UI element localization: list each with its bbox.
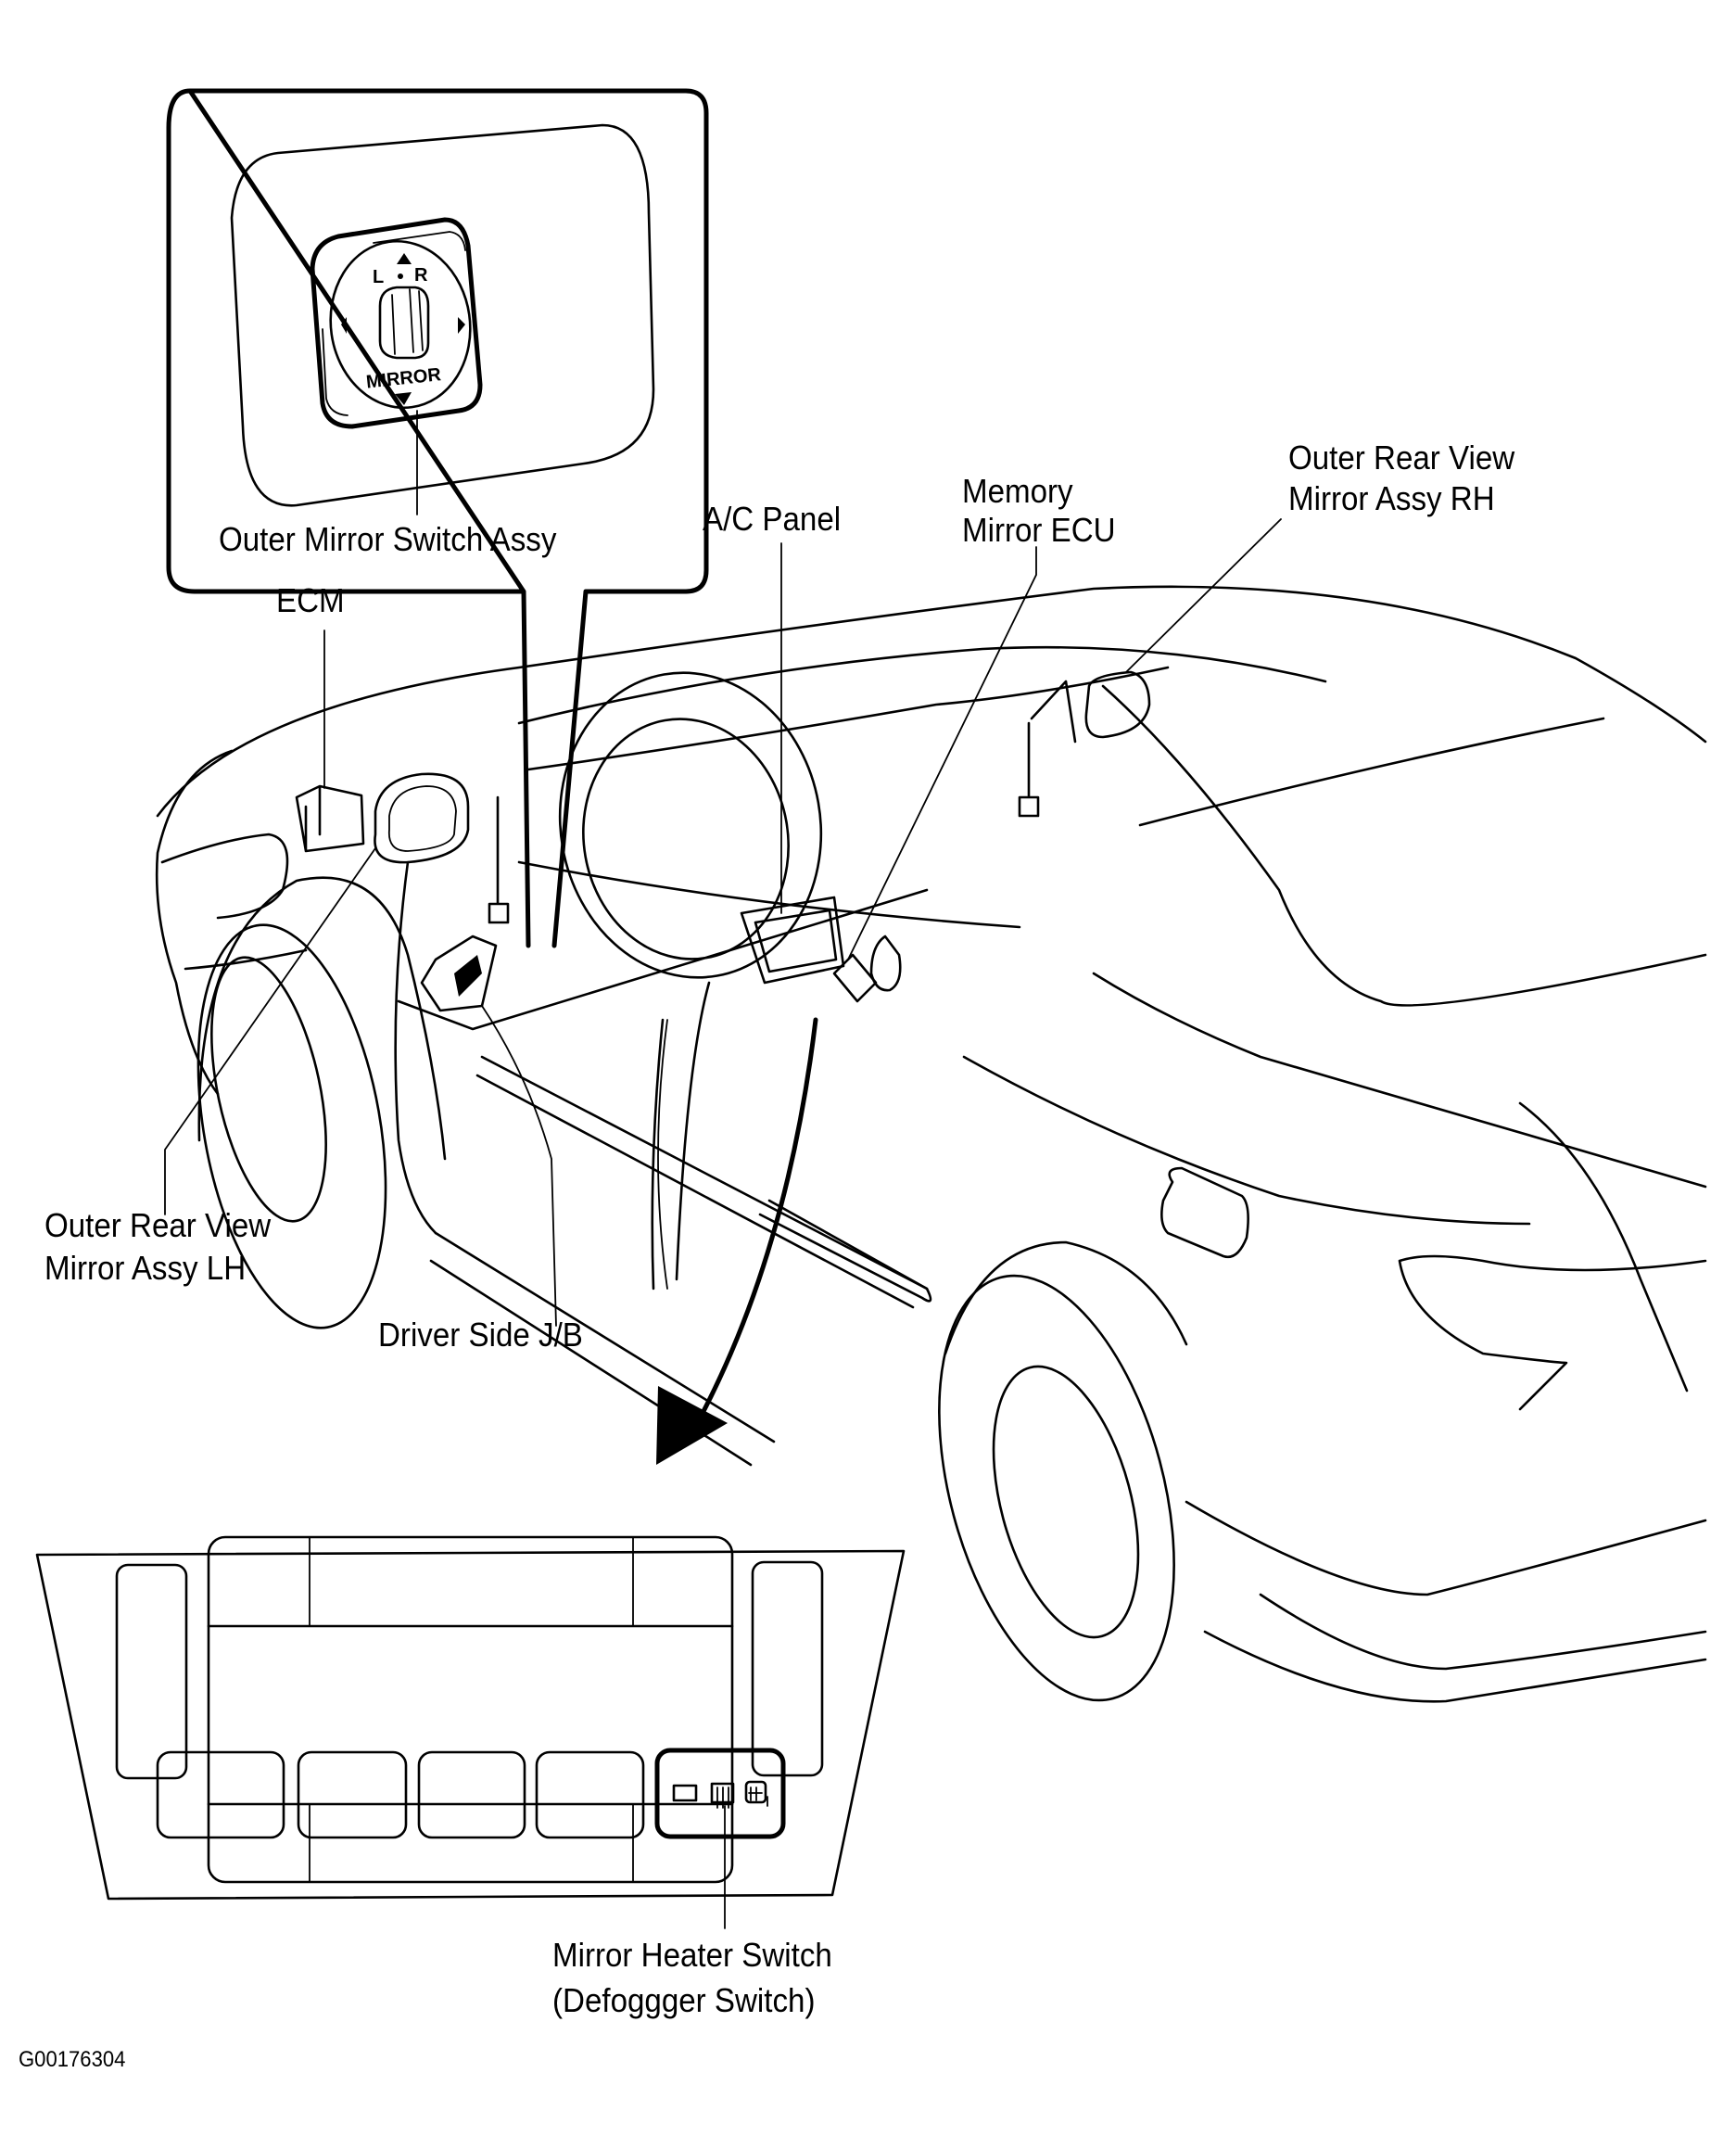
mirror-lh-inner — [387, 785, 457, 852]
roofline — [1138, 717, 1605, 827]
door-gap-line — [657, 1019, 668, 1290]
ac-left-vent — [115, 1563, 188, 1780]
front-wheel-arch — [197, 876, 447, 1161]
arrow-right-icon — [458, 317, 465, 334]
ac-panel-label: A/C Panel — [703, 500, 842, 538]
door-body-line-2 — [475, 1074, 915, 1309]
rear-quarter-line — [1092, 972, 1707, 1189]
zoom-arrow-shaft — [697, 1017, 818, 1421]
door-sill-upper — [397, 888, 929, 1031]
ac-panel-detail — [35, 1535, 906, 1901]
front-tire — [196, 923, 387, 1329]
outer-mirror-switch-label: Outer Mirror Switch Assy — [219, 520, 557, 558]
rear-bumper-1 — [1185, 1500, 1707, 1596]
rear-defogger-icon — [710, 1782, 735, 1809]
steering-wheel-outer — [558, 671, 823, 979]
gear-shifter — [869, 935, 902, 992]
door-trim-strip — [758, 1199, 932, 1303]
door-rocker-1 — [434, 1231, 776, 1443]
door-front-edge — [394, 860, 437, 1235]
rectangle-indicator-icon — [672, 1784, 698, 1802]
mirror-rh-label-2: Mirror Assy RH — [1288, 479, 1495, 517]
mirror-lh-label-1: Outer Rear View — [44, 1206, 272, 1244]
switch-bezel-inner — [322, 231, 466, 416]
rear-rim — [992, 1365, 1140, 1639]
bumper-line — [184, 948, 308, 971]
zoom-arrow — [656, 1017, 818, 1465]
dash-upper — [526, 666, 1170, 771]
mirror-heater-switch-label-2: (Defoggger Switch) — [552, 1981, 816, 2019]
mirror-lh-label-2: Mirror Assy LH — [44, 1249, 247, 1287]
steering-column — [651, 981, 711, 1291]
ac-panel-bezel — [35, 1549, 906, 1901]
switch-knob — [378, 286, 430, 360]
mirror-rh-leader — [1125, 518, 1282, 673]
rh-mirror-wire — [1018, 721, 1040, 818]
hood-line — [156, 585, 1707, 818]
ac-button-3[interactable] — [417, 1750, 526, 1839]
trunk-edge — [1518, 1101, 1689, 1392]
mirror-heater-switch[interactable] — [654, 1748, 786, 1839]
switch-right-mark: R — [414, 265, 428, 286]
ac-button-1[interactable] — [156, 1750, 285, 1839]
arrow-down-icon — [395, 392, 412, 405]
steering-wheel-inner — [582, 718, 790, 960]
headlight — [160, 833, 289, 920]
memory-ecu-leader — [847, 546, 1037, 960]
leader-lines — [164, 518, 1282, 1929]
arrow-left-icon — [341, 317, 347, 334]
rear-pillar — [1101, 684, 1707, 1007]
ecm-module — [295, 784, 365, 853]
door-body-line-1 — [480, 1055, 929, 1291]
figure-id: G00176304 — [19, 2047, 126, 2072]
mirror-rh-label-1: Outer Rear View — [1288, 439, 1515, 477]
ac-right-vent — [751, 1560, 824, 1777]
windshield-line — [517, 645, 1327, 725]
fuel-door — [1160, 1166, 1249, 1259]
tail-light — [1398, 1254, 1707, 1411]
dashboard-line — [517, 860, 1021, 929]
car-line-art — [155, 585, 1707, 1703]
driver-side-jb-label: Driver Side J/B — [378, 1316, 583, 1354]
ac-display — [207, 1535, 734, 1884]
mirror-lh-leader — [164, 847, 376, 1215]
arrow-up-icon — [397, 253, 412, 264]
ecm-label: ECM — [276, 581, 345, 619]
inset-callout-frame — [166, 88, 709, 948]
knob-ridge — [391, 288, 424, 355]
switch-bezel — [310, 217, 483, 429]
ac-button-4[interactable] — [535, 1750, 645, 1839]
rear-bumper-2 — [1203, 1630, 1707, 1703]
ac-panel-on-dash — [740, 896, 845, 985]
memory-mirror-ecu-label-2: Mirror ECU — [962, 511, 1116, 549]
memory-mirror-ecu-label-1: Memory — [962, 472, 1073, 510]
front-rim — [210, 956, 327, 1223]
door-panel-outline — [230, 123, 655, 507]
mirror-lh — [374, 772, 470, 864]
memory-mirror-ecu — [832, 953, 878, 1003]
driver-jb-leader — [481, 1005, 557, 1327]
mirror-rh — [1030, 670, 1151, 744]
mirror-switch-inset: L R MIRROR — [166, 88, 709, 948]
rear-tire — [938, 1274, 1175, 1702]
center-dot — [398, 273, 403, 279]
rear-door-line — [962, 1055, 1531, 1226]
mirror-heater-switch-label-1: Mirror Heater Switch — [552, 1936, 832, 1974]
ac-button-row — [156, 1748, 786, 1839]
front-fender — [155, 749, 234, 1096]
ac-button-2[interactable] — [297, 1750, 408, 1839]
zoom-arrow-head — [656, 1386, 728, 1465]
mirror-heater-icon — [744, 1780, 768, 1807]
driver-jb-connector — [454, 955, 482, 997]
switch-left-mark: L — [373, 267, 384, 287]
lh-mirror-connector — [488, 795, 510, 924]
switch-dial — [329, 239, 472, 410]
rear-bumper-3 — [1259, 1593, 1707, 1671]
